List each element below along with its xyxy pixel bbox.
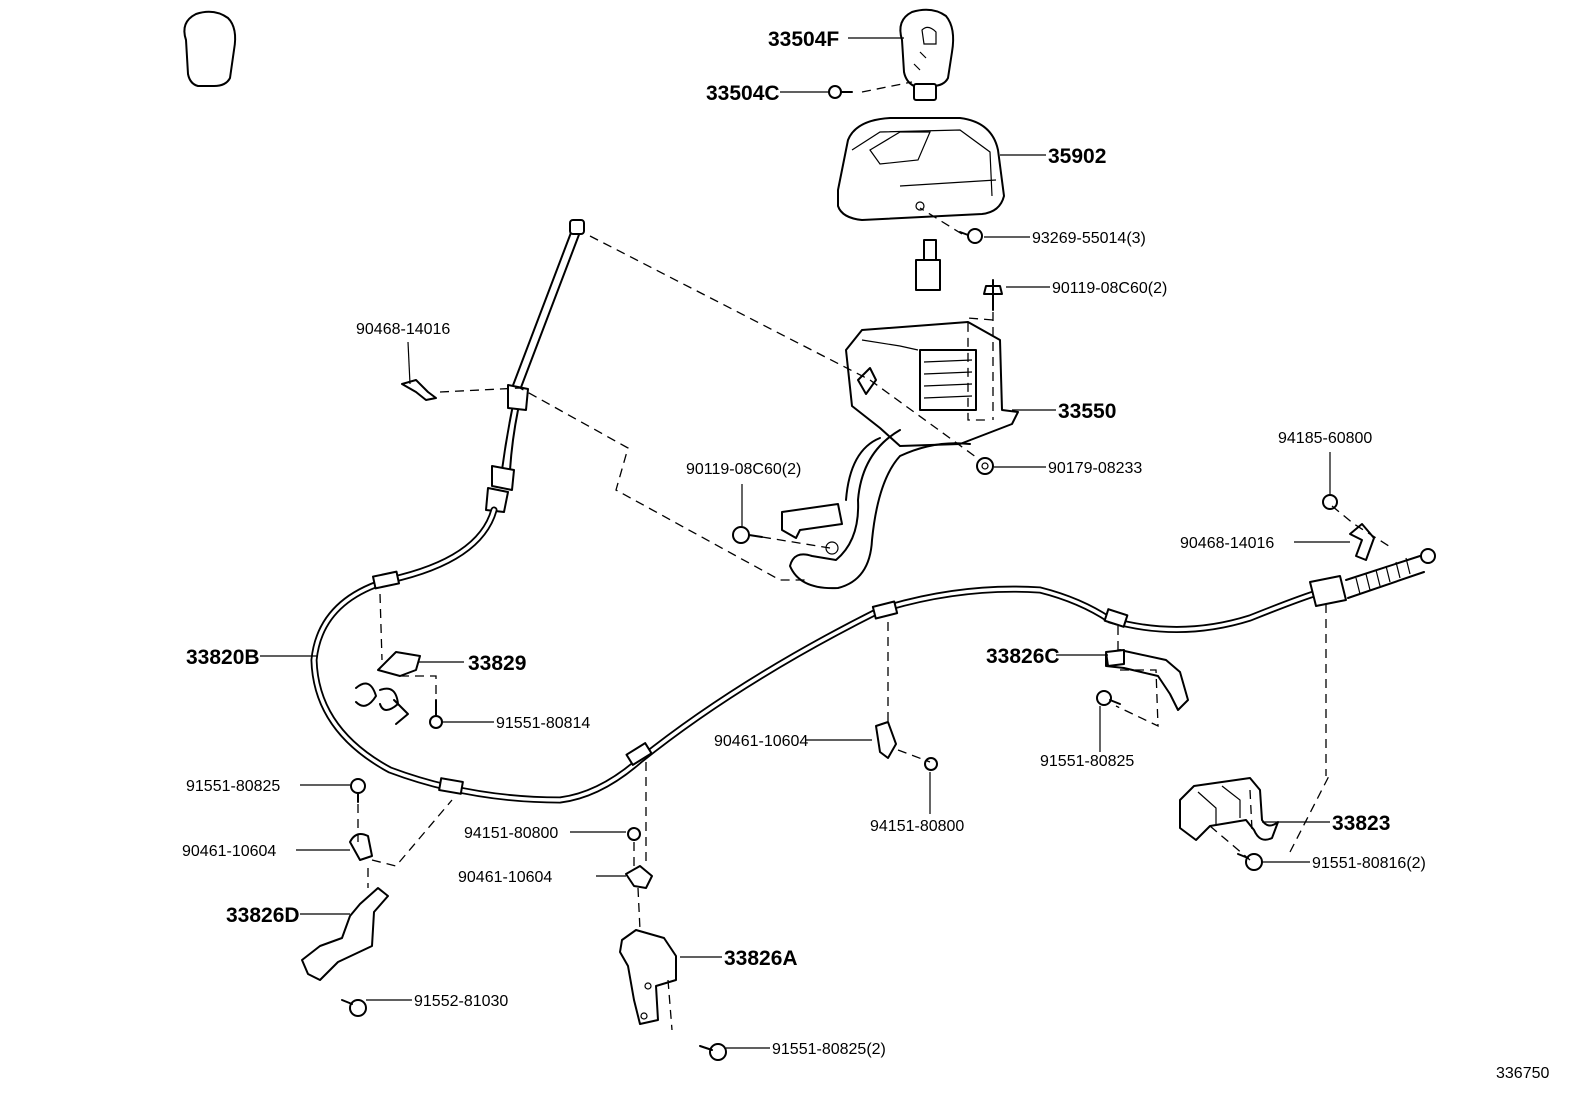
label-clamp-left[interactable]: 90461-10604 bbox=[182, 843, 276, 860]
bracket-a-group-drawing bbox=[619, 827, 727, 1061]
bolt-right-bottom-drawing bbox=[1237, 853, 1263, 871]
bolt-left-drawing bbox=[732, 526, 763, 544]
label-bolt-left-lower[interactable]: 91551-80825 bbox=[186, 778, 280, 795]
cable-rod-drawing bbox=[485, 219, 585, 513]
console-cover-drawing bbox=[837, 117, 1005, 221]
label-clip-bracket[interactable]: 33829 bbox=[468, 652, 526, 675]
label-nut-center[interactable]: 90179-08233 bbox=[1048, 460, 1142, 477]
diagram-id: 336750 bbox=[1496, 1065, 1549, 1082]
label-shift-lever-assy[interactable]: 33550 bbox=[1058, 400, 1116, 423]
label-bolt-top[interactable]: 90119-08C60(2) bbox=[1052, 280, 1167, 297]
label-retainer-left[interactable]: 90468-14016 bbox=[356, 321, 450, 338]
assembly-dashed-lines bbox=[357, 81, 1393, 1031]
label-console-cover[interactable]: 35902 bbox=[1048, 145, 1106, 168]
part-labels: 33504F 33504C 35902 93269-55014(3) 90119… bbox=[182, 28, 1549, 1082]
label-retainer-right[interactable]: 90468-14016 bbox=[1180, 535, 1274, 552]
leader-lines bbox=[260, 37, 1350, 1049]
bracket-c-drawing bbox=[1105, 649, 1189, 711]
knob-screw-drawing bbox=[828, 85, 853, 99]
label-bolt-c[interactable]: 91551-80825 bbox=[1040, 753, 1134, 770]
label-bracket-c[interactable]: 33826C bbox=[986, 645, 1060, 668]
label-nut-center-left[interactable]: 94151-80800 bbox=[464, 825, 558, 842]
clip-bracket-drawing bbox=[355, 651, 421, 725]
label-bolt-left[interactable]: 90119-08C60(2) bbox=[686, 461, 801, 478]
bolt-top-drawing bbox=[983, 279, 1003, 311]
shift-lever-assembly-drawing bbox=[781, 239, 1019, 590]
label-bolt-right-bottom[interactable]: 91551-80816(2) bbox=[1312, 855, 1426, 872]
label-nut-right-top[interactable]: 94185-60800 bbox=[1278, 430, 1372, 447]
label-clamp-lower[interactable]: 90461-10604 bbox=[458, 869, 552, 886]
label-knob[interactable]: 33504F bbox=[768, 28, 839, 51]
cover-screw-drawing bbox=[959, 228, 983, 244]
nut-right-top-drawing bbox=[1322, 494, 1338, 510]
bolt-c-drawing bbox=[1096, 690, 1121, 706]
label-bolt-d[interactable]: 91552-81030 bbox=[414, 993, 508, 1010]
label-control-cable[interactable]: 33820B bbox=[186, 646, 260, 669]
screw-left-mid-drawing bbox=[429, 699, 443, 729]
label-knob-screw[interactable]: 33504C bbox=[706, 82, 780, 105]
label-bracket-right[interactable]: 33823 bbox=[1332, 812, 1390, 835]
label-cover-screw[interactable]: 93269-55014(3) bbox=[1032, 230, 1146, 247]
nut-center-drawing bbox=[976, 457, 994, 475]
label-nut-center-right[interactable]: 94151-80800 bbox=[870, 818, 964, 835]
label-bolt-a[interactable]: 91551-80825(2) bbox=[772, 1041, 886, 1058]
shift-knob-drawing bbox=[183, 8, 955, 101]
bracket-d-group-drawing bbox=[301, 778, 389, 1017]
bracket-right-drawing bbox=[1179, 777, 1279, 841]
retainer-right-drawing bbox=[1349, 523, 1375, 561]
label-screw-left-mid[interactable]: 91551-80814 bbox=[496, 715, 590, 732]
retainer-left-drawing bbox=[401, 379, 437, 401]
label-bracket-a[interactable]: 33826A bbox=[724, 947, 798, 970]
label-clamp-center[interactable]: 90461-10604 bbox=[714, 733, 808, 750]
clamp-center-drawing bbox=[875, 721, 938, 771]
label-bracket-d[interactable]: 33826D bbox=[226, 904, 300, 927]
control-cable-drawing bbox=[310, 506, 1436, 804]
